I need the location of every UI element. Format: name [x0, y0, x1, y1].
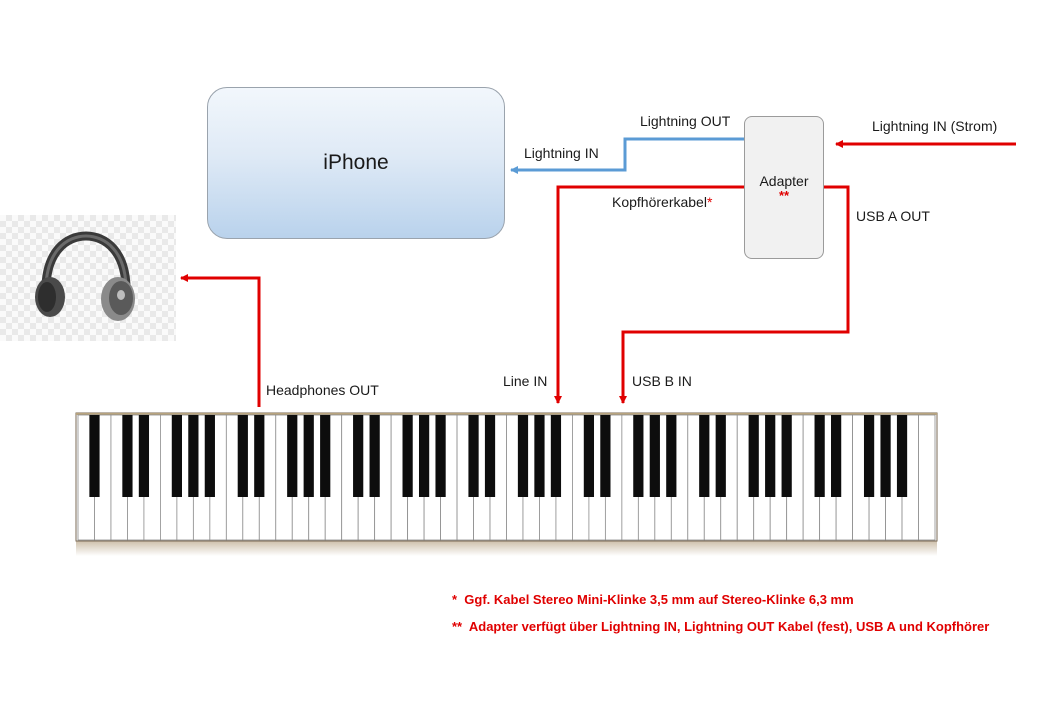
- black-key: [188, 415, 199, 497]
- footnote-2-mark: **: [452, 619, 463, 634]
- black-key: [402, 415, 413, 497]
- black-key: [320, 415, 331, 497]
- black-key: [765, 415, 776, 497]
- iphone-label: iPhone: [323, 151, 389, 174]
- headphones-out-label: Headphones OUT: [266, 382, 379, 398]
- headphone-cable-line: [554, 185, 744, 404]
- black-key: [418, 415, 430, 497]
- black-key: [666, 415, 677, 497]
- lightning-out-label: Lightning OUT: [640, 113, 731, 129]
- adapter-label: Adapter: [759, 172, 809, 189]
- black-key: [880, 415, 891, 497]
- footnote-1: * Ggf. Kabel Stereo Mini-Klinke 3,5 mm a…: [452, 592, 854, 607]
- white-key: [918, 414, 936, 541]
- black-key: [814, 415, 825, 497]
- black-key: [715, 415, 726, 497]
- black-key: [600, 415, 611, 497]
- headphone-cable-text: Kopfhörerkabel: [612, 194, 707, 210]
- black-key: [896, 415, 908, 497]
- headphone-cable-label: Kopfhörerkabel*: [612, 194, 712, 210]
- footnote-1-mark: *: [452, 592, 458, 607]
- usb-a-out-label: USB A OUT: [856, 208, 930, 224]
- lightning-out-line: [510, 137, 744, 174]
- black-key: [649, 415, 660, 497]
- black-key: [303, 415, 314, 497]
- line-in-label: Line IN: [503, 373, 548, 389]
- black-key: [633, 415, 644, 497]
- black-key: [122, 415, 133, 497]
- black-key: [204, 415, 215, 497]
- black-key: [534, 415, 545, 497]
- black-key: [138, 415, 150, 497]
- lightning-in-power-label: Lightning IN (Strom): [872, 118, 998, 134]
- headphones-out-line: [180, 274, 261, 407]
- headphones-icon: [35, 231, 135, 321]
- black-key: [369, 415, 380, 497]
- black-key: [699, 415, 710, 497]
- iphone-box: iPhone: [207, 87, 505, 239]
- black-key: [254, 415, 265, 497]
- black-key: [831, 415, 842, 497]
- footnote-1-text: Ggf. Kabel Stereo Mini-Klinke 3,5 mm auf…: [464, 592, 854, 607]
- usb-line: [619, 185, 850, 404]
- black-key: [583, 415, 595, 497]
- piano-keyboard: [75, 412, 938, 556]
- black-key: [781, 415, 792, 497]
- adapter-box: Adapter **: [744, 116, 824, 259]
- lightning-in-label: Lightning IN: [524, 145, 599, 161]
- usb-b-in-label: USB B IN: [632, 373, 692, 389]
- headphone-cable-mark: *: [706, 194, 713, 210]
- black-key: [484, 415, 496, 497]
- black-key: [435, 415, 446, 497]
- black-key: [550, 415, 562, 497]
- black-key: [353, 415, 364, 497]
- black-key: [468, 415, 479, 497]
- black-key: [89, 415, 100, 497]
- black-key: [287, 415, 298, 497]
- footnote-2-text: Adapter verfügt über Lightning IN, Light…: [468, 619, 990, 634]
- footnote-2: ** Adapter verfügt über Lightning IN, Li…: [452, 619, 989, 634]
- adapter-footnote-mark: **: [778, 187, 790, 203]
- black-key: [517, 415, 529, 497]
- black-key: [748, 415, 759, 497]
- black-key: [237, 415, 248, 497]
- black-key: [171, 415, 182, 497]
- black-key: [863, 415, 875, 497]
